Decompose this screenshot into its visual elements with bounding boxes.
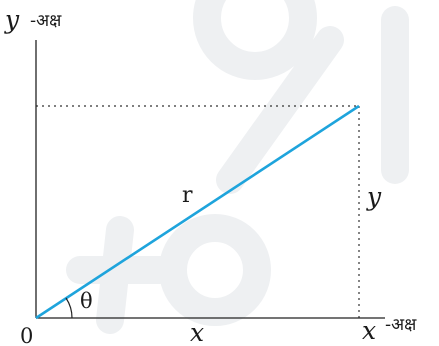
radius-vector-line xyxy=(35,104,360,320)
y-component-label: y xyxy=(366,182,382,211)
x-axis-suffix-label: -अक्ष xyxy=(385,315,417,335)
x-axis-variable-label: x xyxy=(362,316,376,345)
angle-label: θ xyxy=(80,289,93,313)
watermark xyxy=(66,0,409,334)
radius-label: r xyxy=(182,183,193,208)
y-axis-variable-label: y xyxy=(4,5,20,34)
watermark-stroke-1 xyxy=(216,26,344,194)
y-axis-suffix-label: -अक्ष xyxy=(30,11,62,31)
angle-arc xyxy=(65,297,73,319)
x-component-label: x xyxy=(190,318,204,346)
origin-label: 0 xyxy=(20,324,33,346)
watermark-ring xyxy=(193,0,317,80)
watermark-ring-2 xyxy=(159,214,271,326)
